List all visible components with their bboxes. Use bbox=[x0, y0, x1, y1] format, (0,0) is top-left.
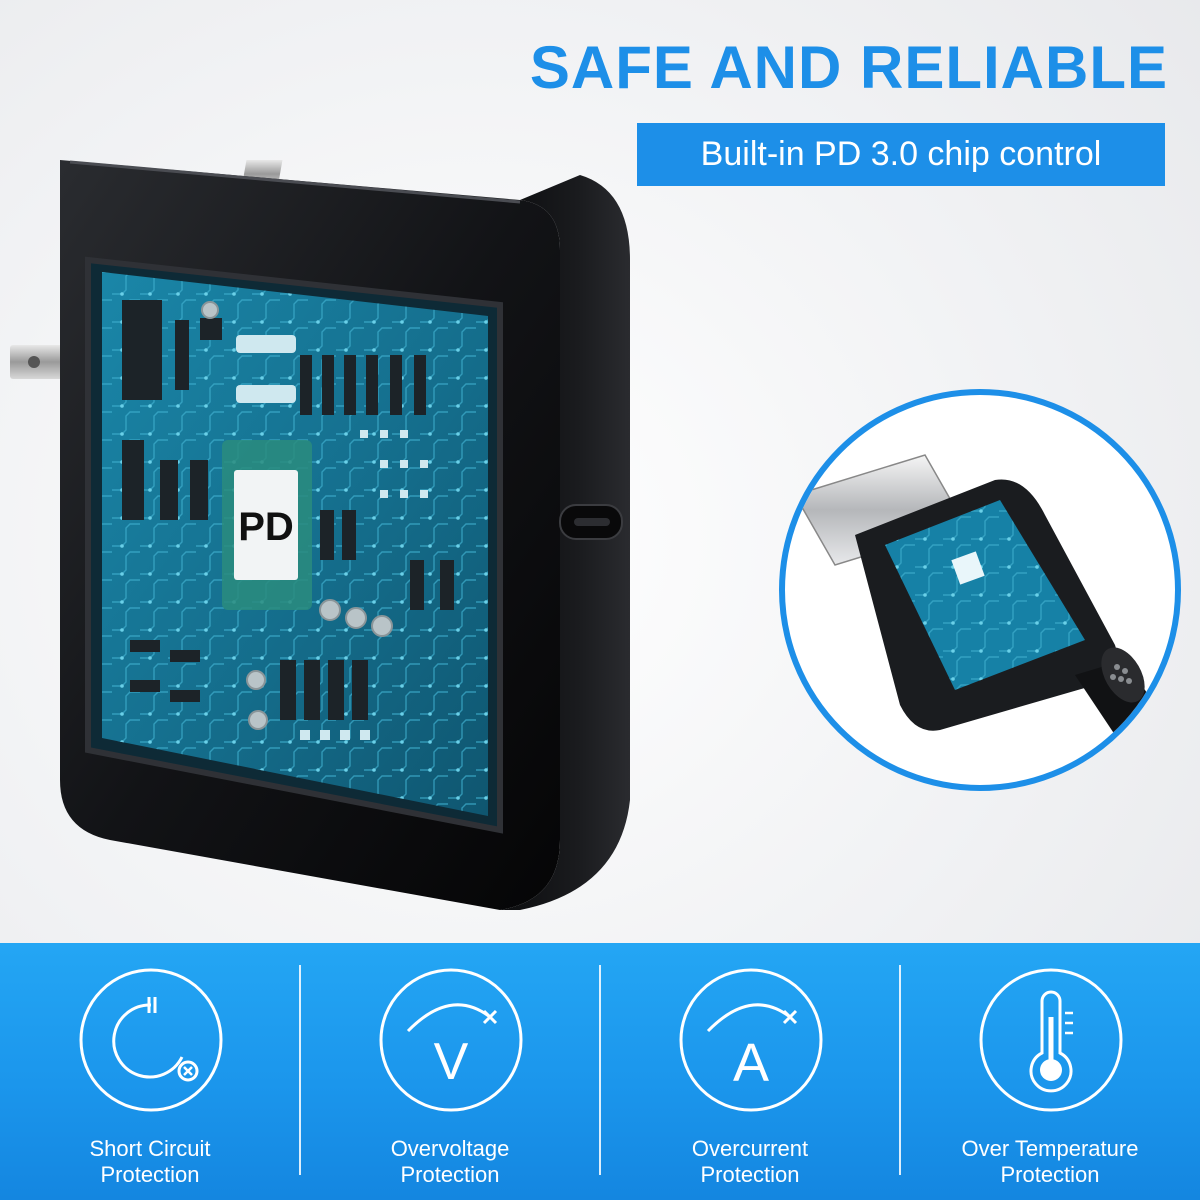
headline: SAFE AND RELIABLE bbox=[529, 34, 1168, 101]
plug-prong-icon bbox=[10, 345, 72, 379]
svg-text:A: A bbox=[733, 1033, 769, 1093]
wall-charger-illustration: PD bbox=[10, 160, 630, 910]
feature-over-temperature: Over Temperature Protection bbox=[900, 943, 1200, 1200]
divider bbox=[299, 965, 301, 1175]
thermometer-icon bbox=[979, 968, 1123, 1112]
subbanner: Built-in PD 3.0 chip control bbox=[637, 123, 1165, 186]
pd-chip bbox=[234, 470, 298, 580]
svg-text:V: V bbox=[434, 1033, 469, 1091]
feature-label: Overvoltage bbox=[390, 1136, 510, 1161]
feature-label: Protection bbox=[100, 1162, 200, 1187]
feature-label: Short Circuit bbox=[89, 1136, 211, 1161]
pd-chip-label: PD bbox=[238, 505, 294, 549]
divider bbox=[899, 965, 901, 1175]
feature-overvoltage: V Overvoltage Protection bbox=[300, 943, 600, 1200]
short-circuit-icon bbox=[79, 968, 223, 1112]
protection-features-band: Short Circuit Protection V Overvoltage P… bbox=[0, 943, 1200, 1200]
feature-label: Protection bbox=[400, 1162, 500, 1187]
feature-label: Protection bbox=[700, 1162, 800, 1187]
feature-label: Over Temperature bbox=[961, 1136, 1139, 1161]
overcurrent-icon: A bbox=[679, 968, 823, 1112]
divider bbox=[599, 965, 601, 1175]
usb-c-cable-zoom bbox=[779, 389, 1181, 791]
feature-label: Overcurrent bbox=[691, 1136, 809, 1161]
feature-short-circuit: Short Circuit Protection bbox=[0, 943, 300, 1200]
feature-label: Protection bbox=[1000, 1162, 1100, 1187]
feature-overcurrent: A Overcurrent Protection bbox=[600, 943, 900, 1200]
overvoltage-icon: V bbox=[379, 968, 523, 1112]
